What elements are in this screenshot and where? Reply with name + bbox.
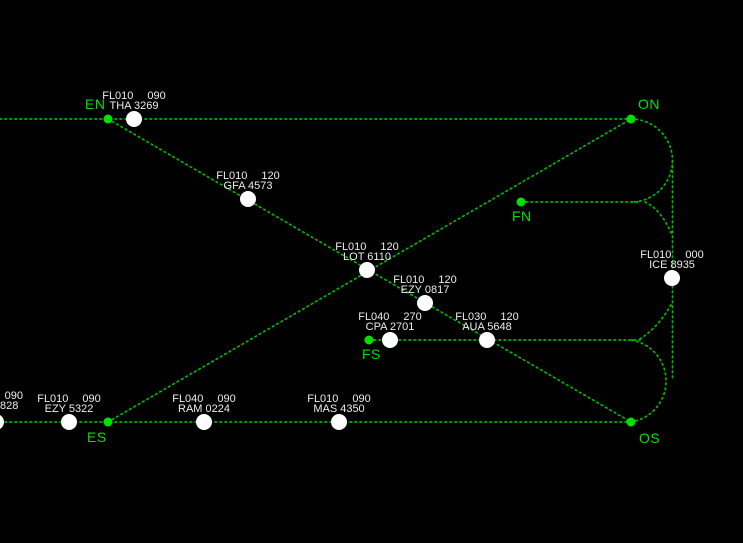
aircraft-target-EZY5322[interactable] — [61, 414, 77, 430]
callsign: CPA 2701 — [365, 321, 415, 333]
heading: 090 — [4, 390, 23, 402]
heading: 270 — [403, 311, 422, 323]
heading: 090 — [352, 393, 371, 405]
aircraft-target-ICE8935[interactable] — [664, 270, 680, 286]
heading: 000 — [685, 249, 704, 261]
datablock: FL010 090 EZY 5322 — [37, 393, 101, 415]
route-fn-connector — [644, 201, 674, 237]
datablock: FL010 120 LOT 6110 — [335, 241, 399, 263]
datablock: FL010 090 MAS 4350 — [307, 393, 371, 415]
callsign: RAM 0224 — [178, 403, 230, 415]
waypoint-dot-FS[interactable] — [364, 335, 374, 345]
aircraft-target-EZY0817[interactable] — [417, 295, 433, 311]
route-os-turn-arc — [630, 339, 667, 423]
flight-level: FL010 — [102, 90, 134, 102]
datablock: FL010 120 EZY 0817 — [393, 274, 457, 296]
flight-level: FL010 — [393, 274, 425, 286]
flight-level: FL010 — [307, 393, 339, 405]
waypoint-label-FS: FS — [362, 346, 381, 362]
callsign: MAS 4350 — [313, 403, 365, 415]
aircraft-target-MAS4350[interactable] — [331, 414, 347, 430]
heading: 090 — [147, 90, 166, 102]
heading: 090 — [217, 393, 236, 405]
aircraft-target-CPA2701[interactable] — [382, 332, 398, 348]
aircraft-partial-datablock[interactable]: 090 828 — [0, 390, 23, 412]
flight-level: FL010 — [37, 393, 69, 405]
datablock: FL040 090 RAM 0224 — [172, 393, 236, 415]
waypoint-label-EN: EN — [85, 96, 106, 112]
datablock: FL010 000 ICE 8935 — [640, 249, 704, 271]
route-fs-connector — [639, 301, 674, 340]
waypoint-label-FN: FN — [512, 208, 532, 224]
heading: 120 — [500, 311, 519, 323]
callsign-fragment: 828 — [0, 400, 19, 412]
aircraft-target-RAM0224[interactable] — [196, 414, 212, 430]
flight-level: FL010 — [640, 249, 672, 261]
aircraft-target-LOT6110[interactable] — [359, 262, 375, 278]
flight-level: FL030 — [455, 311, 487, 323]
waypoint-dot-ES[interactable] — [103, 417, 113, 427]
aircraft-target-AUA5648[interactable] — [479, 332, 495, 348]
flight-level: FL040 — [172, 393, 204, 405]
heading: 090 — [82, 393, 101, 405]
callsign: ICE 8935 — [649, 259, 695, 271]
waypoint-label-OS: OS — [639, 430, 661, 446]
route-on-turn-arc — [630, 118, 674, 203]
aircraft-target-GFA4573[interactable] — [240, 191, 256, 207]
datablock: FL010 120 GFA 4573 — [216, 170, 280, 192]
waypoint-label-ON: ON — [638, 96, 660, 112]
waypoint-label-ES: ES — [87, 429, 107, 445]
waypoint-dot-OS[interactable] — [626, 417, 636, 427]
callsign: LOT 6110 — [343, 251, 391, 263]
flight-level: FL040 — [358, 311, 390, 323]
callsign: AUA 5648 — [462, 321, 512, 333]
aircraft-target-partial[interactable] — [0, 414, 4, 430]
datablock: FL010 090 THA 3269 — [102, 90, 166, 112]
waypoint-dot-EN[interactable] — [103, 114, 113, 124]
waypoint-dot-FN[interactable] — [516, 197, 526, 207]
aircraft-target-THA3269[interactable] — [126, 111, 142, 127]
heading: 120 — [380, 241, 399, 253]
flight-level: FL010 — [335, 241, 367, 253]
datablock: FL030 120 AUA 5648 — [455, 311, 519, 333]
callsign: THA 3269 — [109, 100, 159, 112]
datablock: FL040 270 CPA 2701 — [358, 311, 422, 333]
heading: 120 — [438, 274, 457, 286]
callsign: EZY 5322 — [44, 403, 94, 415]
callsign: GFA 4573 — [223, 180, 273, 192]
heading: 120 — [261, 170, 280, 182]
flight-level: FL010 — [216, 170, 248, 182]
callsign: EZY 0817 — [400, 284, 450, 296]
waypoint-dot-ON[interactable] — [626, 114, 636, 124]
